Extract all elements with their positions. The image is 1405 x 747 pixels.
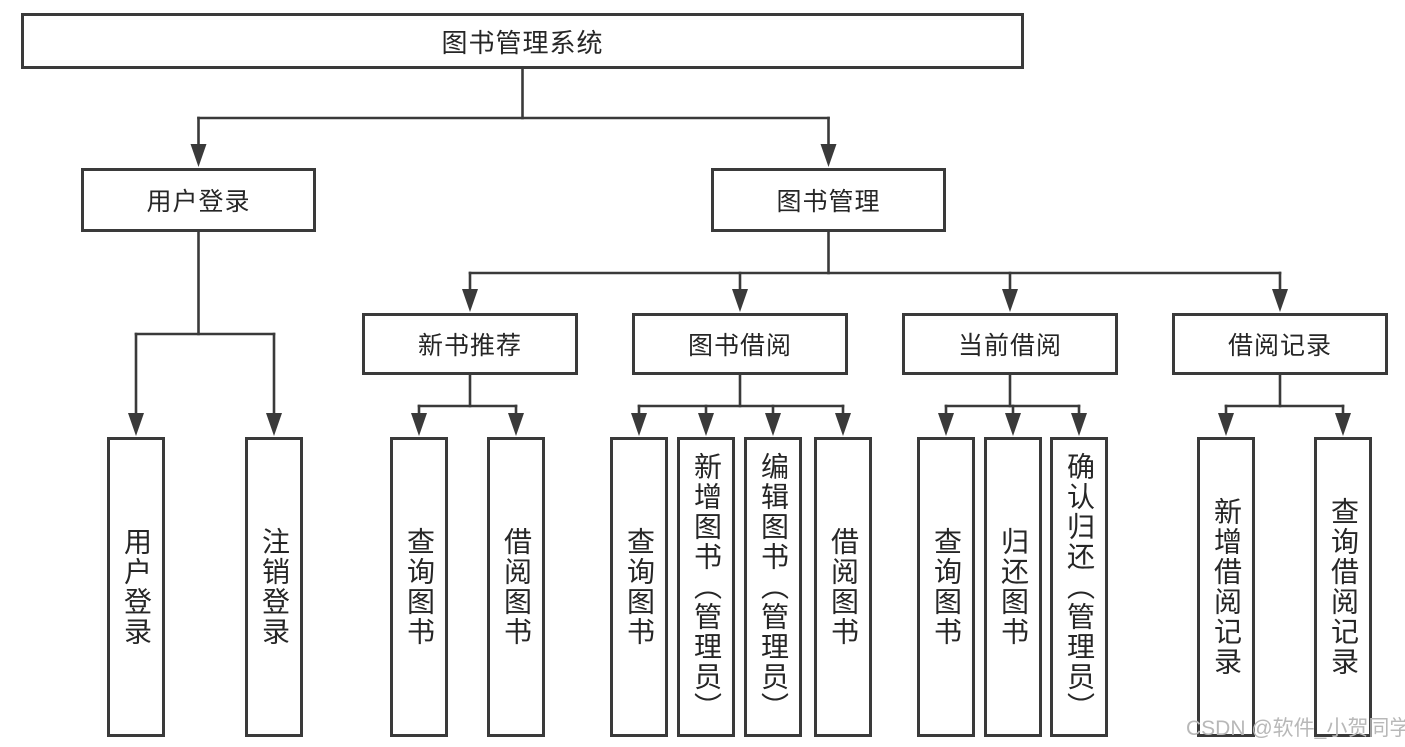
- node-user-login: 用户登录: [81, 168, 316, 232]
- leaf-borrowing-query-books: 查询图书: [610, 437, 668, 737]
- leaf-current-return-books: 归还图书: [984, 437, 1042, 737]
- leaf-label: 确认归还（管理员）: [1064, 452, 1095, 722]
- leaf-label: 借阅图书: [828, 527, 859, 647]
- node-current-borrowing: 当前借阅: [902, 313, 1118, 375]
- node-new-book-recommendation: 新书推荐: [362, 313, 578, 375]
- leaf-borrowing-borrow-books: 借阅图书: [814, 437, 872, 737]
- node-borrowing-records: 借阅记录: [1172, 313, 1388, 375]
- leaf-label: 借阅图书: [501, 527, 532, 647]
- leaf-logout: 注销登录: [245, 437, 303, 737]
- node-label: 图书借阅: [687, 332, 792, 360]
- leaf-label: 注销登录: [259, 527, 290, 647]
- leaf-label: 查询图书: [931, 527, 962, 647]
- node-label: 新书推荐: [417, 332, 522, 360]
- leaf-label: 新增图书（管理员）: [691, 452, 722, 722]
- leaf-label: 查询图书: [404, 527, 435, 647]
- leaf-user-login: 用户登录: [107, 437, 165, 737]
- node-label: 当前借阅: [957, 332, 1062, 360]
- leaf-label: 归还图书: [998, 527, 1029, 647]
- leaf-label: 新增借阅记录: [1211, 497, 1242, 677]
- leaf-current-query-books: 查询图书: [917, 437, 975, 737]
- leaf-label: 编辑图书（管理员）: [758, 452, 789, 722]
- node-label: 用户登录: [146, 188, 251, 216]
- leaf-records-query-borrow-record: 查询借阅记录: [1314, 437, 1372, 737]
- node-label: 图书管理: [776, 188, 881, 216]
- leaf-current-confirm-return-admin: 确认归还（管理员）: [1050, 437, 1108, 737]
- node-book-management: 图书管理: [711, 168, 946, 232]
- leaf-borrowing-edit-books-admin: 编辑图书（管理员）: [744, 437, 802, 737]
- node-label: 图书管理系统: [441, 27, 604, 58]
- leaf-newbook-query-books: 查询图书: [390, 437, 448, 737]
- node-library-management-system: 图书管理系统: [21, 13, 1024, 69]
- leaf-newbook-borrow-books: 借阅图书: [487, 437, 545, 737]
- leaf-label: 用户登录: [121, 527, 152, 647]
- node-book-borrowing: 图书借阅: [632, 313, 848, 375]
- leaf-borrowing-add-books-admin: 新增图书（管理员）: [677, 437, 735, 737]
- leaf-label: 查询图书: [624, 527, 655, 647]
- csdn-watermark: CSDN @软件_小贺同学: [1186, 717, 1405, 740]
- node-label: 借阅记录: [1227, 332, 1332, 360]
- leaf-records-add-borrow-record: 新增借阅记录: [1197, 437, 1255, 737]
- leaf-label: 查询借阅记录: [1328, 497, 1359, 677]
